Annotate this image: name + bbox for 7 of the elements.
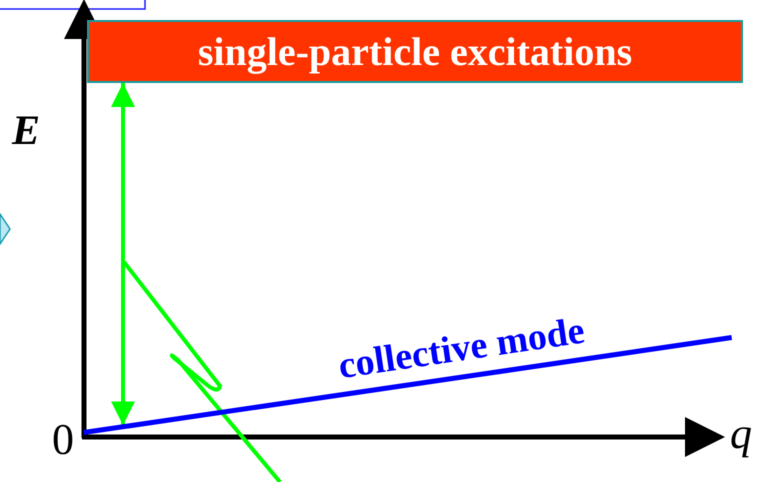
origin-label: 0	[52, 418, 74, 462]
band-label: single-particle excitations	[198, 28, 632, 75]
axis-label: E	[12, 110, 40, 152]
excitation-band	[87, 20, 743, 83]
mode-label: collective mode	[336, 308, 588, 388]
axis-label: q	[730, 412, 752, 456]
double-arrow	[111, 83, 135, 426]
